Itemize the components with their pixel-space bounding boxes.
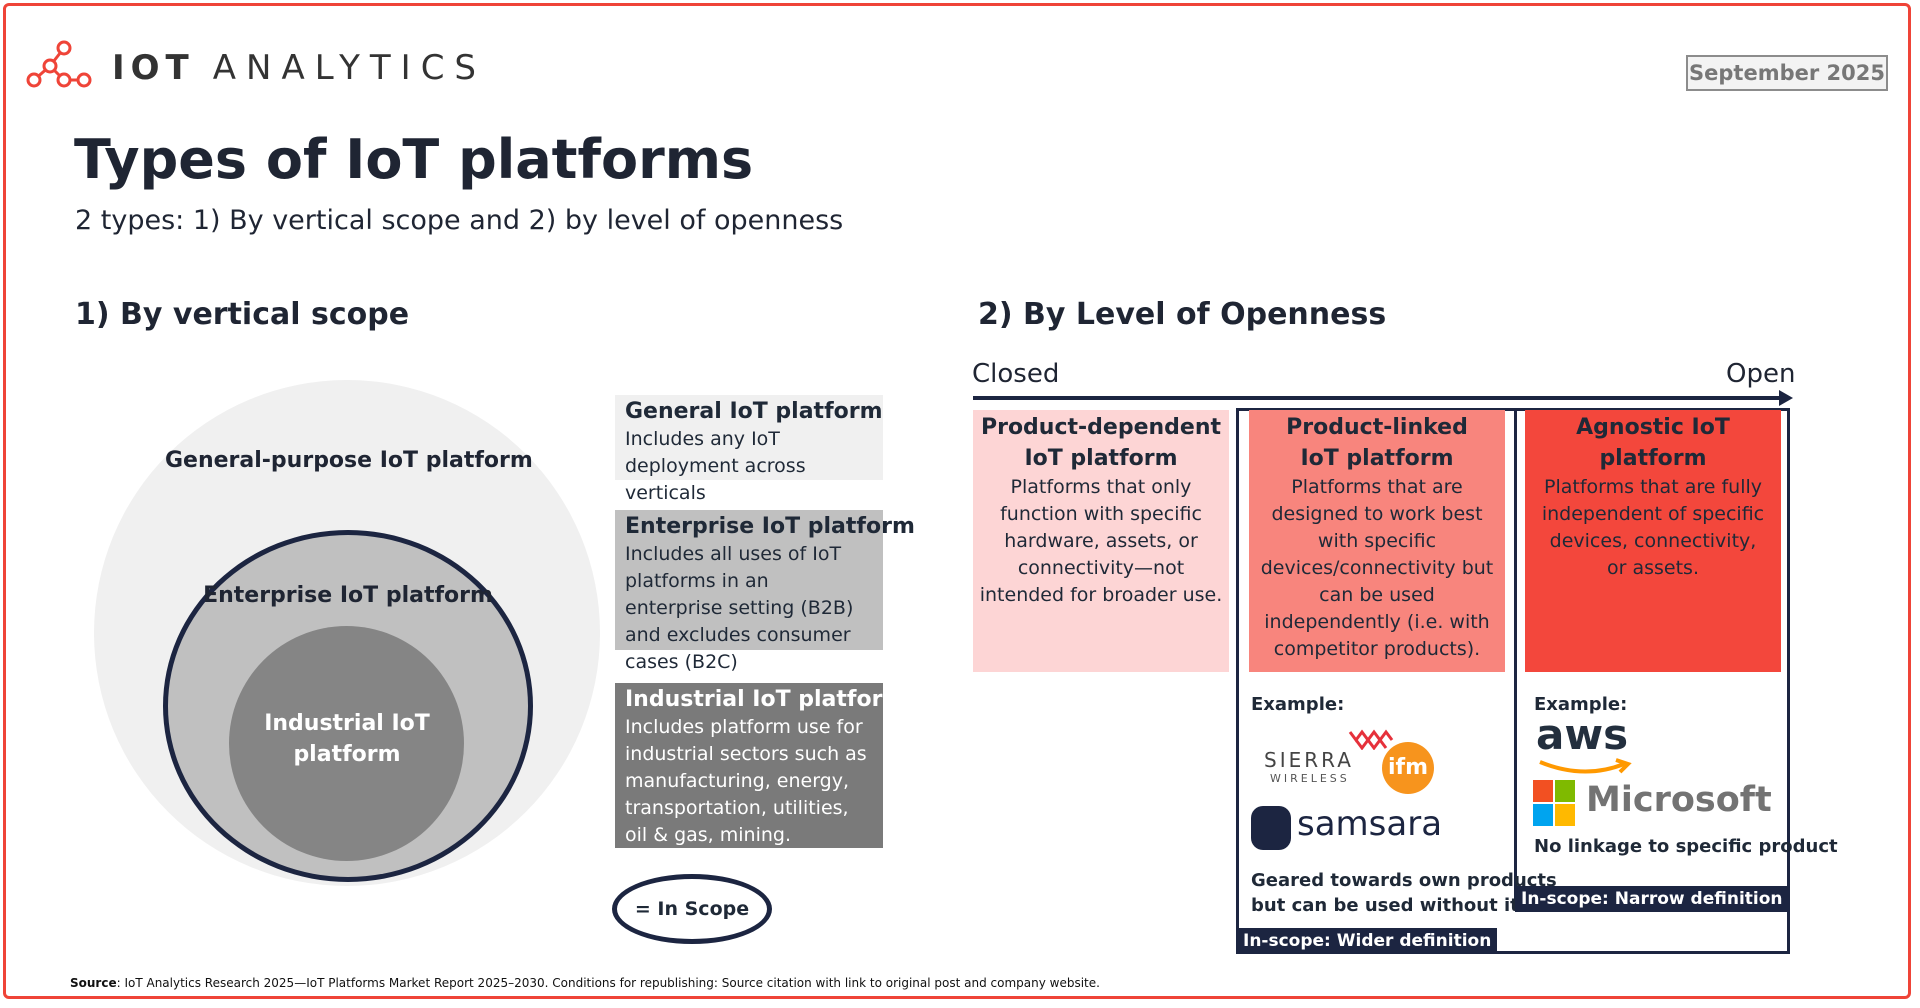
product-dependent-desc: Platforms that only function with specif… — [979, 476, 1223, 606]
page-title: Types of IoT platforms — [74, 128, 754, 191]
source-label: Source — [70, 976, 117, 990]
openness-axis-line — [973, 396, 1783, 400]
industrial-platform-box: Industrial IoT platform Includes platfor… — [615, 683, 906, 848]
samsara-brand-text: samsara — [1297, 804, 1443, 844]
arrow-right-icon — [1779, 390, 1793, 406]
agnostic-title: Agnostic IoT platform — [1576, 415, 1730, 471]
general-platform-title: General IoT platform — [625, 399, 883, 424]
product-linked-title: Product-linked IoT platform — [1286, 415, 1468, 471]
samsara-logo-icon — [1251, 806, 1291, 850]
general-platform-box: General IoT platform Includes any IoT de… — [615, 395, 883, 504]
industrial-platform-desc: Includes platform use for industrial sec… — [625, 716, 867, 846]
aws-smile-icon — [1539, 758, 1632, 774]
source-footnote: Source: IoT Analytics Research 2025—IoT … — [70, 976, 1100, 990]
enterprise-platform-box: Enterprise IoT platform Includes all use… — [615, 510, 915, 673]
industrial-circle-label: Industrial IoT platform — [264, 711, 430, 767]
linked-note-line-2: but can be used without it — [1251, 895, 1519, 916]
source-text: : IoT Analytics Research 2025—IoT Platfo… — [116, 976, 1100, 990]
linked-example-label: Example: — [1251, 694, 1345, 715]
brand-bold-text: IOT — [112, 48, 195, 88]
aws-brand-text: aws — [1536, 710, 1629, 759]
agnostic-desc: Platforms that are fully independent of … — [1541, 476, 1765, 579]
wider-definition-tag: In-scope: Wider definition — [1237, 928, 1498, 954]
vertical-scope-heading: 1) By vertical scope — [75, 297, 410, 332]
general-purpose-circle-label: General-purpose IoT platform — [165, 448, 533, 473]
brand-light-text: ANALYTICS — [212, 48, 487, 88]
enterprise-platform-title: Enterprise IoT platform — [625, 514, 915, 539]
industrial-circle — [229, 626, 464, 861]
product-dependent-title: Product-dependent IoT platform — [980, 415, 1222, 471]
agnostic-box: Agnostic IoT platform Platforms that are… — [1525, 410, 1781, 672]
industrial-platform-title: Industrial IoT platform — [625, 687, 906, 712]
general-platform-desc: Includes any IoT deployment across verti… — [625, 428, 806, 504]
openness-heading: 2) By Level of Openness — [978, 297, 1387, 332]
product-linked-desc: Platforms that are designed to work best… — [1260, 476, 1494, 660]
product-dependent-box: Product-dependent IoT platform Platforms… — [973, 410, 1229, 672]
date-badge: September 2025 — [1686, 55, 1888, 91]
narrow-definition-tag: In-scope: Narrow definition — [1515, 886, 1789, 912]
ifm-logo-icon: ifm — [1382, 742, 1434, 794]
iot-analytics-logo-icon — [26, 40, 92, 88]
agnostic-note: No linkage to specific product — [1534, 836, 1838, 857]
wireless-brand-text: WIRELESS — [1270, 772, 1350, 785]
microsoft-logo-icon — [1533, 780, 1575, 826]
slide-frame — [3, 3, 1911, 999]
enterprise-circle-label: Enterprise IoT platform — [203, 583, 493, 608]
enterprise-platform-desc: Includes all uses of IoT platforms in an… — [625, 543, 854, 673]
sierra-wireless-mark-icon — [1348, 729, 1394, 750]
axis-closed-label: Closed — [972, 359, 1060, 389]
sierra-brand-text: SIERRA — [1264, 748, 1354, 772]
linked-note-line-1: Geared towards own products — [1251, 870, 1557, 891]
agnostic-example-label: Example: — [1534, 694, 1628, 715]
brand-wordmark: IOT ANALYTICS — [112, 48, 486, 88]
in-scope-legend: = In Scope — [612, 874, 772, 944]
axis-open-label: Open — [1726, 359, 1796, 389]
microsoft-brand-text: Microsoft — [1586, 780, 1772, 820]
page-subtitle: 2 types: 1) By vertical scope and 2) by … — [75, 205, 844, 236]
product-linked-box: Product-linked IoT platform Platforms th… — [1249, 410, 1505, 672]
